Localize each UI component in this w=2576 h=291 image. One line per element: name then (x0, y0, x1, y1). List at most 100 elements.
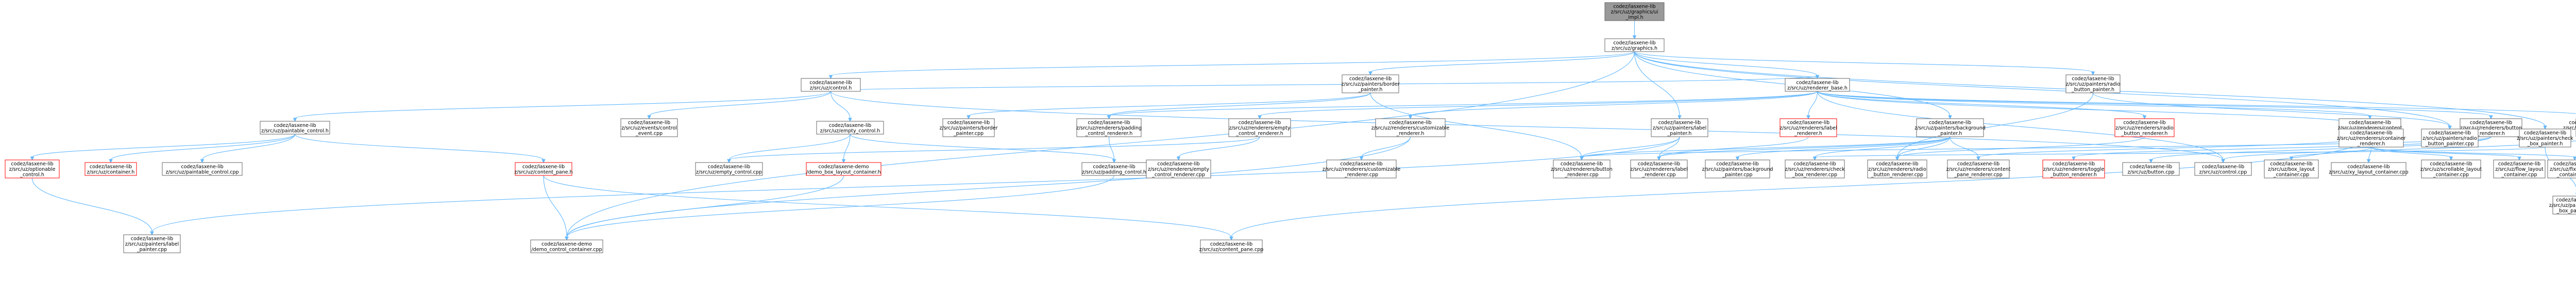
graph-node-padding-control-renderer-h[interactable]: codez/lasxene-libz/src/uz/renderers/padd… (1076, 118, 1142, 137)
node-box (1630, 159, 1688, 179)
graph-node-flow-layout-container-cpp[interactable]: codez/lasxene-libz/src/uz/flow_layout_co… (2493, 159, 2546, 179)
edge-graphics-h-to-label-painter-h (1634, 51, 1680, 117)
node-box (801, 78, 861, 92)
node-label-line: z/src/uz/scrollable_layout (2420, 167, 2482, 172)
graph-node-optionable-control-h[interactable]: codez/lasxene-libz/src/uz/optionable_con… (5, 159, 60, 179)
graph-node-background-painter-h[interactable]: codez/lasxene-libz/src/uz/painters/backg… (1914, 118, 1986, 137)
node-label-line: codez/lasxene-lib (1658, 120, 1701, 126)
node-label-line: z/src/uz/content_pane.h (514, 169, 572, 175)
edge-control-h-to-events-control-event-cpp (649, 91, 832, 117)
edge-graphics-h-to-demo-control-container-cpp (566, 51, 1635, 238)
node-label-line: codez/lasxene-lib (1239, 120, 1281, 126)
node-label-line: _renderer.cpp (1344, 172, 1378, 178)
graph-node-scrollable-layout-container-cpp[interactable]: codez/lasxene-libz/src/uz/scrollable_lay… (2420, 159, 2482, 179)
graph-node-empty-control-h[interactable]: codez/lasxene-libz/src/uz/empty_control.… (816, 121, 884, 135)
edge-container-renderer-h-to-xy-layout-container-cpp (2368, 147, 2372, 160)
node-box (2065, 74, 2121, 93)
node-label-line: /demo_box_layout_container.h (806, 169, 880, 175)
node-label-line: codez/lasxene-lib (1796, 80, 1838, 86)
graph-node-demo-control-container-cpp[interactable]: codez/lasxene-demo/demo_control_containe… (530, 239, 603, 253)
node-box (2519, 128, 2571, 148)
graph-node-renderer-base-h[interactable]: codez/lasxene-libz/src/uz/renderer_base.… (1785, 78, 1850, 92)
edge-arrowhead (1806, 115, 1810, 120)
graph-node-label-renderer-cpp[interactable]: codez/lasxene-libz/src/uz/renderers/labe… (1630, 159, 1688, 179)
graph-node-border-painter-cpp[interactable]: codez/lasxene-libz/src/uz/painters/borde… (940, 118, 998, 137)
edge-renderer-base-h-to-label-renderer-h (1808, 91, 1818, 117)
edge-arrowhead (727, 159, 731, 164)
graph-node-empty-control-renderer-cpp[interactable]: codez/lasxene-libz/src/uz/renderers/empt… (1146, 159, 1211, 179)
graph-node-label-painter-h[interactable]: codez/lasxene-libz/src/uz/painters/label… (1651, 118, 1708, 137)
node-label-line: codez/lasxene-lib (2470, 120, 2512, 126)
edge-border-painter-h-to-border-painter-cpp (968, 92, 1371, 117)
edge-optionable-control-h-to-label-painter-cpp (31, 177, 152, 233)
edge-content-pane-renderer-h-to-content-pane-cpp (1231, 136, 2370, 238)
graph-node-xy-layout-container-cpp[interactable]: codez/lasxene-libz/src/uz/xy_layout_cont… (2329, 162, 2409, 176)
node-label-line: z/src/uz/renderers/check (1785, 167, 1845, 172)
node-label-line: codez/lasxene-lib (2350, 131, 2392, 136)
graph-node-radio-button-painter-cpp[interactable]: codez/lasxene-libz/src/uz/painters/radio… (2421, 128, 2479, 148)
edge-arrowhead (1368, 71, 1372, 76)
graph-node-events-control-event-cpp[interactable]: codez/lasxene-libz/src/uz/events/control… (620, 118, 678, 137)
graph-node-radio-button-renderer-cpp[interactable]: codez/lasxene-libz/src/uz/renderers/radi… (1867, 159, 1927, 179)
node-label-line: z/src/uz/control.h (810, 85, 852, 91)
graph-node-customizable-renderer-cpp[interactable]: codez/lasxene-libz/src/uz/renderers/cust… (1323, 159, 1401, 179)
graph-node-content-pane-renderer-cpp[interactable]: codez/lasxene-libz/src/uz/renderers/cont… (1946, 159, 2011, 179)
node-label-line: codez/lasxene-lib (181, 164, 223, 170)
graph-node-check-box-painter-h[interactable]: codez/lasxene-libz/src/uz/painters/check… (2517, 128, 2573, 148)
node-label-line: z/src/uz/painters/background (1914, 125, 1986, 131)
node-label-line: z/src/uz/renderer_base.h (1787, 85, 1848, 91)
node-label-line: codez/lasxene-lib (2270, 161, 2312, 167)
node-label-line: z/src/uz/graphics/ui (1611, 9, 1658, 15)
node-label-line: codez/lasxene-lib (1638, 161, 1680, 167)
graph-node-check-box-renderer-cpp[interactable]: codez/lasxene-libz/src/uz/renderers/chec… (1785, 159, 1845, 179)
edge-graphics-h-to-border-painter-h (1370, 51, 1635, 73)
graph-node-label-renderer-h[interactable]: codez/lasxene-libz/src/uz/renderers/labe… (1780, 118, 1837, 137)
edge-arrowhead (1112, 159, 1116, 164)
graph-node-empty-control-cpp[interactable]: codez/lasxene-libz/src/uz/empty_control.… (695, 162, 763, 176)
graph-node-demo-box-layout-container-h[interactable]: codez/lasxene-demo/demo_box_layout_conta… (806, 162, 882, 176)
graph-node-root[interactable]: codez/lasxene-libz/src/uz/graphics/ui_im… (1604, 2, 1665, 21)
node-label-line: z/src/uz/xy_layout_container.cpp (2329, 169, 2408, 175)
node-label-line: z/src/uz/painters/border (1342, 82, 1400, 87)
graph-node-paintable-control-h[interactable]: codez/lasxene-libz/src/uz/paintable_cont… (260, 121, 330, 135)
graph-node-toggle-button-renderer-h[interactable]: codez/lasxene-libz/src/uz/renderers/togg… (2042, 159, 2105, 179)
graph-node-label-painter-cpp[interactable]: codez/lasxene-libz/src/uz/painters/label… (123, 234, 181, 253)
node-label-line: z/src/uz/renderers/customizable (1371, 125, 1450, 131)
graph-node-border-painter-h[interactable]: codez/lasxene-libz/src/uz/painters/borde… (1342, 74, 1400, 93)
node-label-line: z/src/uz/painters/check (2517, 136, 2573, 141)
graph-node-check-box-painter-cpp[interactable]: codez/lasxene-libz/src/uz/painters/check… (2549, 196, 2576, 215)
graph-node-padding-control-h[interactable]: codez/lasxene-libz/src/uz/padding_contro… (1081, 162, 1147, 176)
node-label-line: codez/lasxene-lib (1613, 4, 1655, 10)
graph-node-fixed-layout-container-cpp[interactable]: codez/lasxene-libz/src/uz/fixed_layout_c… (2547, 159, 2576, 179)
node-label-line: codez/lasxene-lib (1793, 161, 1836, 167)
graph-node-radio-button-renderer-h[interactable]: codez/lasxene-libz/src/uz/renderers/radi… (2114, 118, 2175, 137)
edge-arrowhead (2449, 156, 2453, 161)
graph-node-radio-button-painter-h[interactable]: codez/lasxene-libz/src/uz/painters/radio… (2065, 74, 2121, 93)
edge-arrowhead (30, 156, 35, 161)
edge-container-renderer-h-to-box-layout-container-cpp (2291, 147, 2372, 158)
graph-node-container-renderer-h[interactable]: codez/lasxene-libz/src/uz/renderers/cont… (2337, 128, 2406, 148)
edge-empty-control-h-to-padding-control-h (850, 134, 1115, 160)
graph-node-content-pane-cpp[interactable]: codez/lasxene-libz/src/uz/content_pane.c… (1199, 239, 1264, 253)
node-label-line: z/src/uz/painters/label (1653, 125, 1707, 131)
node-label-line: codez/lasxene-lib (1093, 164, 1135, 170)
node-box (515, 162, 572, 176)
graph-node-customizable-renderer-h[interactable]: codez/lasxene-libz/src/uz/renderers/cust… (1371, 118, 1450, 137)
graph-node-empty-control-renderer-h[interactable]: codez/lasxene-libz/src/uz/renderers/empt… (1228, 118, 1291, 137)
node-box (1228, 118, 1291, 137)
edge-renderer-base-h-to-container-renderer-h (1817, 91, 2372, 127)
node-box (1867, 159, 1927, 179)
node-label-line: codez/lasxene-lib (1929, 120, 1971, 126)
node-label-line: z/src/uz/button.cpp (2127, 169, 2174, 175)
node-label-line: /demo_control_container.cpp (531, 247, 602, 252)
graph-node-button-renderer-cpp[interactable]: codez/lasxene-libz/src/uz/renderers/butt… (1551, 159, 1613, 179)
graph-node-background-painter-cpp[interactable]: codez/lasxene-libz/src/uz/painters/backg… (1702, 159, 1773, 179)
graph-node-paintable-control-cpp[interactable]: codez/lasxene-libz/src/uz/paintable_cont… (162, 162, 243, 176)
graph-node-box-layout-container-cpp[interactable]: codez/lasxene-libz/src/uz/box_layout_con… (2264, 159, 2319, 179)
